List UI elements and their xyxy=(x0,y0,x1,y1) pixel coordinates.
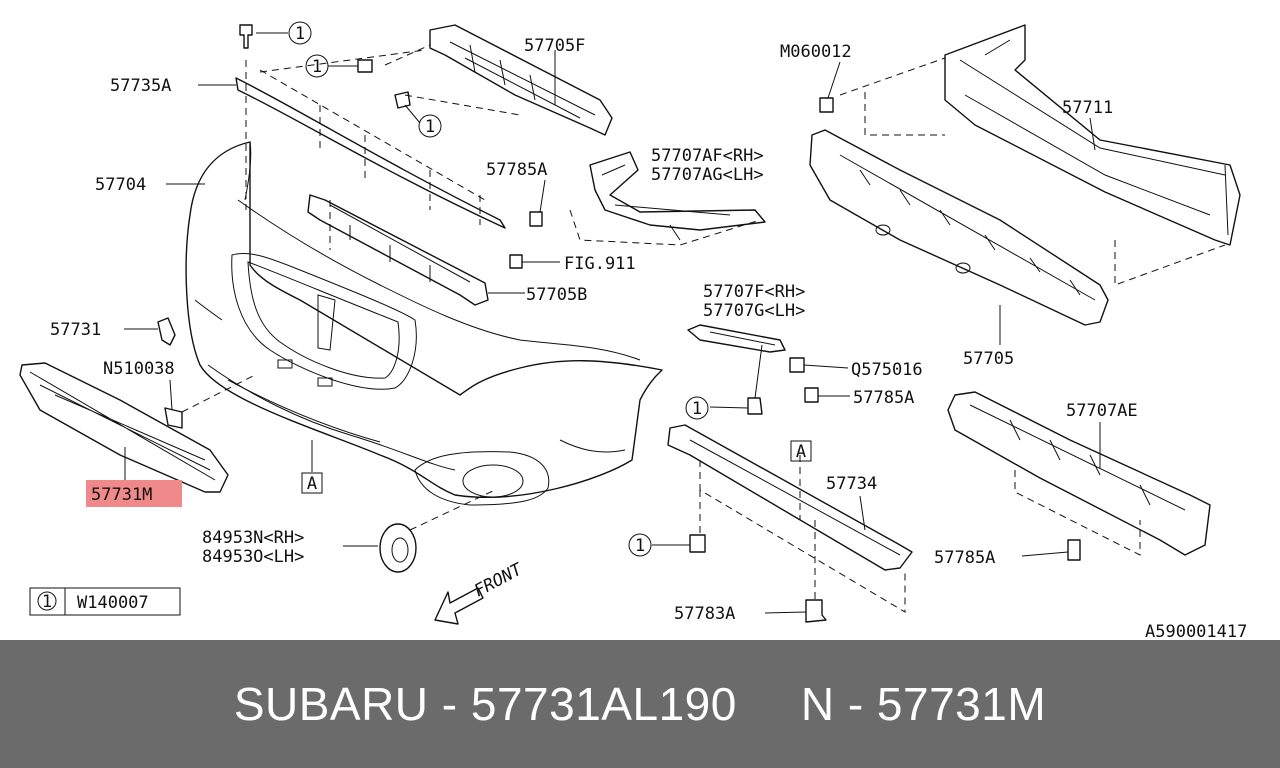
label-57707AF: 57707AF<RH> xyxy=(651,146,764,166)
leader-lines xyxy=(124,32,1101,614)
legend-box: 1 W140007 xyxy=(29,587,181,616)
reference-a-boxes: A A xyxy=(301,440,812,494)
fog-cover-84953 xyxy=(379,489,496,573)
label-57735A: 57735A xyxy=(110,76,171,96)
parts-diagram: 1 1 1 1 1 A A 57705F M060012 57735A 5771… xyxy=(19,21,1247,640)
label-N510038: N510038 xyxy=(103,359,175,379)
label-57707F: 57707F<RH> xyxy=(703,282,805,302)
nut-N510038 xyxy=(164,374,256,429)
label-57785A-mid: 57785A xyxy=(853,388,914,408)
label-fig911: FIG.911 xyxy=(564,254,636,274)
side-bracket-57707AF xyxy=(569,151,766,246)
label-57705F: 57705F xyxy=(524,36,585,56)
diagram-ref-number: N - 57731M xyxy=(800,678,1047,730)
svg-text:1: 1 xyxy=(692,399,702,419)
clip-57731 xyxy=(157,317,176,346)
label-Q575016: Q575016 xyxy=(851,360,923,380)
callout-markers: 1 1 1 1 1 xyxy=(288,21,709,557)
legend-code: W140007 xyxy=(77,593,149,613)
label-57734: 57734 xyxy=(826,474,877,494)
bumper-cover-57704 xyxy=(185,141,663,506)
svg-text:1: 1 xyxy=(312,57,322,77)
label-57711: 57711 xyxy=(1062,98,1113,118)
label-reference: A590001417 xyxy=(1145,622,1247,640)
label-57785A-right: 57785A xyxy=(934,548,995,568)
brand-part-number: SUBARU - 57731AL190 xyxy=(233,678,737,730)
upper-bracket-57705F xyxy=(259,24,613,136)
label-57704: 57704 xyxy=(95,175,146,195)
svg-text:A: A xyxy=(796,442,806,462)
fastener-bolts xyxy=(239,24,1081,623)
upper-molding-57735A xyxy=(235,60,506,229)
label-57707G: 57707G<LH> xyxy=(703,301,805,321)
grille-57731M xyxy=(19,362,229,493)
label-57705: 57705 xyxy=(963,349,1014,369)
small-bracket-57707F xyxy=(687,324,786,353)
label-57705B: 57705B xyxy=(526,285,587,305)
svg-text:1: 1 xyxy=(42,592,52,612)
svg-text:A: A xyxy=(307,474,317,494)
part-labels: 57705F M060012 57735A 57711 57704 57785A… xyxy=(50,36,1247,640)
label-84953O: 84953O<LH> xyxy=(202,547,304,567)
absorber-57705 xyxy=(809,129,1109,326)
highlighted-part-label: 57731M xyxy=(86,480,182,507)
label-57731: 57731 xyxy=(50,320,101,340)
label-57783A: 57783A xyxy=(674,604,735,624)
part-caption-bar: SUBARU - 57731AL190 N - 57731M xyxy=(0,640,1280,768)
mid-bracket-57705B xyxy=(307,194,489,306)
svg-text:1: 1 xyxy=(425,117,435,137)
highlight-box xyxy=(86,480,182,507)
svg-text:1: 1 xyxy=(295,24,305,44)
front-label: FRONT xyxy=(471,559,527,602)
reinforcement-57711 xyxy=(839,24,1241,286)
label-57785A-top: 57785A xyxy=(486,160,547,180)
front-arrow: FRONT xyxy=(434,559,527,625)
label-57707AE: 57707AE xyxy=(1066,401,1138,421)
label-M060012: M060012 xyxy=(780,42,852,62)
side-bracket-57707AE xyxy=(947,391,1211,556)
lower-beam-57734 xyxy=(667,424,913,613)
svg-text:1: 1 xyxy=(635,536,645,556)
label-57731M: 57731M xyxy=(91,485,152,505)
label-84953N: 84953N<RH> xyxy=(202,528,304,548)
label-57707AG: 57707AG<LH> xyxy=(651,165,764,185)
